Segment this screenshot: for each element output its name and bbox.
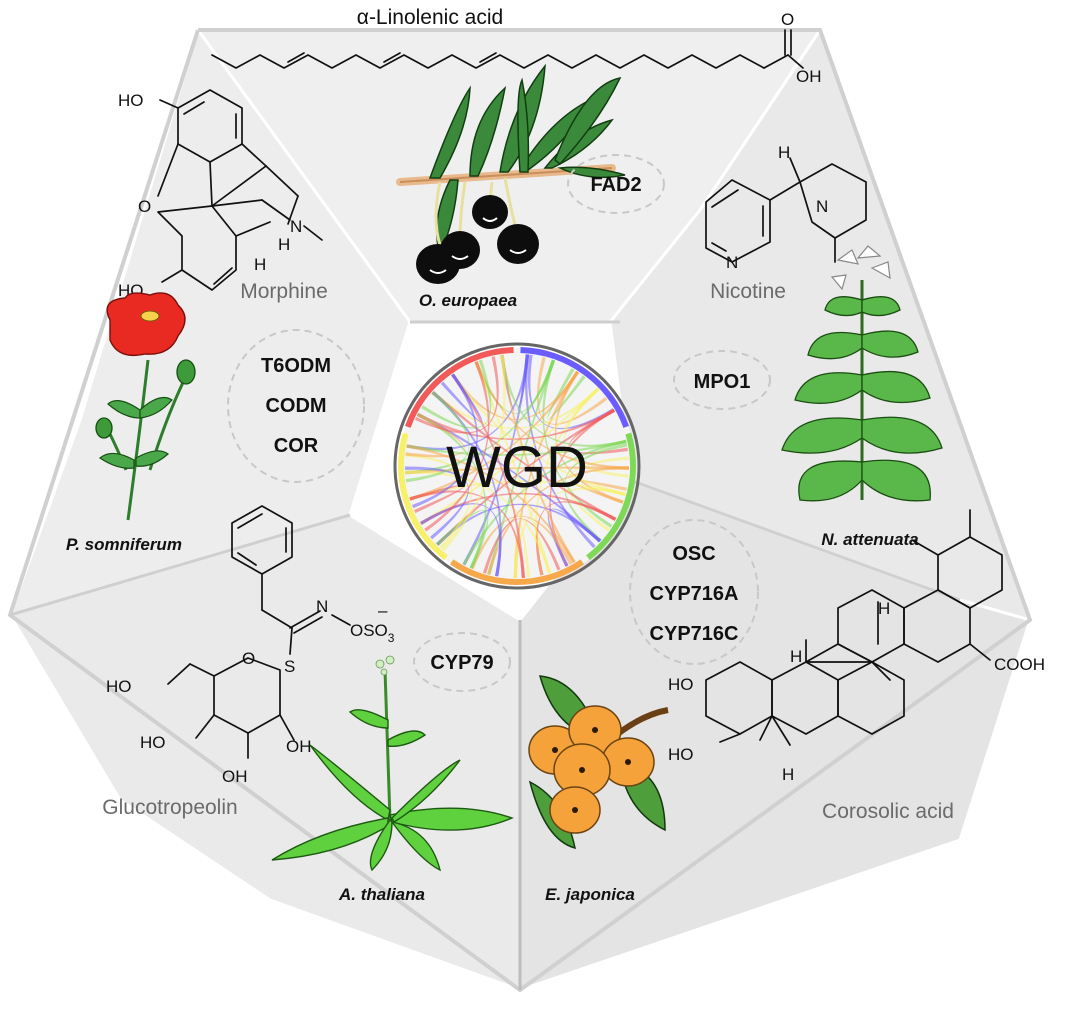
chord-ribbon	[405, 412, 465, 458]
gene-cor: COR	[274, 435, 319, 457]
atom-ho-b: HO	[140, 733, 166, 752]
poppy-illustration	[95, 292, 196, 521]
atom-o-ring: O	[242, 649, 255, 668]
loquat-illustration	[528, 675, 669, 850]
compound-nicotine: Nicotine	[710, 280, 786, 303]
chord-arc	[449, 559, 585, 585]
compound-corosolic-acid: Corosolic acid	[822, 800, 954, 823]
atom-o-bridge: O	[138, 197, 151, 216]
atom-h: H	[778, 143, 790, 162]
atom-ho-a: HO	[106, 677, 132, 696]
chord-ribbon	[500, 354, 530, 411]
chord-ribbon	[405, 466, 629, 475]
chord-ribbon	[409, 484, 465, 514]
atom-h-morphine-1: H	[278, 235, 290, 254]
chord-ribbon	[424, 361, 490, 532]
chord-ribbon	[536, 356, 608, 425]
chord-outer-ring	[393, 342, 641, 590]
chord-diagram	[393, 342, 641, 590]
compound-glucotropeolin: Glucotropeolin	[102, 796, 237, 819]
gene-ring-olive	[567, 154, 665, 214]
chord-arc	[398, 432, 448, 561]
species-nicotiana-attenuata: N. attenuata	[821, 530, 918, 549]
chord-ribbon	[431, 391, 502, 577]
atom-oh: OH	[796, 67, 822, 86]
chord-ribbon	[513, 521, 531, 578]
atom-ho-2: HO	[668, 745, 694, 764]
arabidopsis-illustration	[271, 655, 514, 872]
atom-n-morphine: N	[290, 217, 302, 236]
chord-ribbon	[409, 480, 626, 501]
atom-o: O	[781, 10, 794, 29]
corosolic-acid-structure: COOH HO HO H H H	[668, 509, 1045, 784]
gene-ring-arabidopsis	[413, 632, 511, 692]
atom-n: N	[316, 597, 328, 616]
compound-morphine: Morphine	[240, 280, 328, 303]
nicotine-structure: N N H	[705, 143, 867, 272]
glucotropeolin-structure: N S O OSO3 – HO HO OH OH	[106, 505, 395, 786]
olive-illustration	[396, 63, 626, 284]
chord-ribbon	[436, 503, 602, 546]
chord-ribbon	[405, 391, 470, 483]
atom-oh-b: OH	[222, 767, 248, 786]
atom-h-3: H	[782, 765, 794, 784]
atom-h-1: H	[790, 647, 802, 666]
gene-cyp716c: CYP716C	[650, 623, 739, 645]
atom-ho-1: HO	[668, 675, 694, 694]
morphine-structure: HO O HO N H H	[118, 89, 323, 300]
gene-ring-poppy	[227, 329, 365, 483]
species-arabidopsis-thaliana: A. thaliana	[338, 885, 425, 904]
chord-ribbon	[482, 518, 561, 574]
chord-ribbon	[451, 370, 579, 421]
center-label: WGD	[446, 435, 588, 500]
tobacco-illustration	[781, 245, 943, 502]
chord-ribbon	[547, 508, 602, 567]
atom-n-pyrrolidine: N	[816, 197, 828, 216]
atom-h-morphine-2: H	[254, 255, 266, 274]
chord-ribbon	[474, 359, 556, 414]
gene-osc: OSC	[672, 543, 715, 565]
chord-ribbon	[419, 492, 617, 525]
compound-linolenic-acid: α-Linolenic acid	[357, 6, 503, 29]
chord-ribbon	[416, 408, 615, 440]
chord-ribbon	[570, 479, 627, 504]
chord-arc	[586, 432, 636, 561]
chord-arc	[404, 347, 514, 428]
gene-ring-tobacco	[673, 350, 771, 410]
atom-n-pyridine: N	[726, 253, 738, 272]
gene-fad2: FAD2	[590, 174, 641, 196]
atom-h-2: H	[878, 599, 890, 618]
gene-ring-loquat	[629, 519, 759, 665]
chord-ribbon	[547, 368, 586, 420]
atom-oso3: OSO3	[350, 621, 395, 645]
species-papaver-somniferum: P. somniferum	[66, 535, 182, 554]
chord-ribbon	[406, 439, 627, 456]
species-olea-europaea: O. europaea	[419, 291, 517, 310]
gene-mpo1: MPO1	[694, 371, 751, 393]
chord-ribbon	[474, 361, 552, 574]
gene-codm: CODM	[265, 395, 326, 417]
gene-cyp79: CYP79	[430, 652, 493, 674]
species-eriobotrya-japonica: E. japonica	[545, 885, 635, 904]
chord-ribbon	[535, 387, 600, 576]
gene-t6odm: T6ODM	[261, 355, 331, 377]
chord-ribbon	[431, 387, 600, 429]
chord-ribbon	[470, 515, 573, 570]
chord-arc	[520, 347, 630, 428]
atom-charge: –	[378, 601, 388, 620]
linolenic-acid-structure: O OH	[211, 10, 822, 86]
atom-s: S	[284, 657, 295, 676]
atom-oh-a: OH	[286, 737, 312, 756]
atom-ho-top: HO	[118, 91, 144, 110]
gene-cyp716a: CYP716A	[650, 583, 739, 605]
atom-cooh: COOH	[994, 655, 1045, 674]
